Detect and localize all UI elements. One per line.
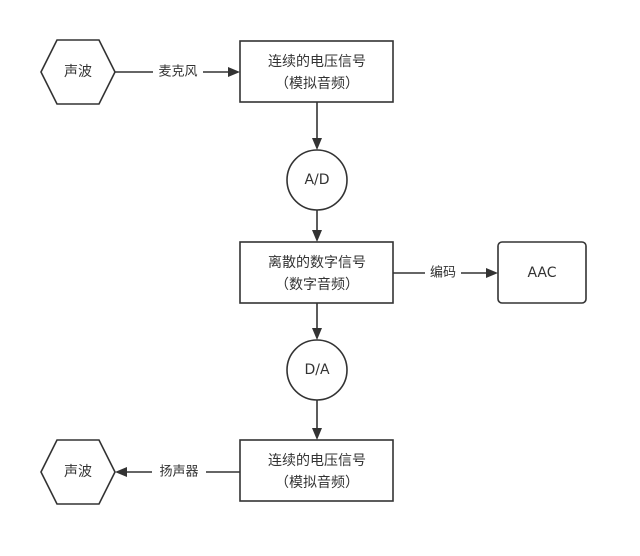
edge-label: 编码 xyxy=(430,266,456,281)
node-label-line-1: 连续的电压信号 xyxy=(268,53,366,70)
rect-shape xyxy=(239,439,394,502)
node-label: 声波 xyxy=(64,464,92,480)
node-label-line-2: （模拟音频） xyxy=(275,474,359,491)
node-label: D/A xyxy=(304,362,329,378)
rect-shape xyxy=(239,241,394,304)
edge-label-bg xyxy=(152,463,206,481)
node-label-line-2: （模拟音频） xyxy=(275,75,359,92)
arrowhead-right-icon xyxy=(486,268,498,278)
node-sound-in: 声波 xyxy=(40,39,116,105)
edge-microphone: 麦克风 xyxy=(115,63,240,81)
edge-analog-to-ad xyxy=(312,102,322,150)
edge-label-bg xyxy=(153,63,203,81)
edge-encode: 编码 xyxy=(393,264,498,282)
edge-da-to-analog xyxy=(312,400,322,440)
edge-label-bg xyxy=(425,264,461,282)
rect-shape xyxy=(239,40,394,103)
edge-speaker: 扬声器 xyxy=(115,463,240,481)
edge-ad-to-digital xyxy=(312,210,322,242)
node-label: A/D xyxy=(304,172,329,188)
edge-label: 扬声器 xyxy=(159,465,198,480)
node-label: AAC xyxy=(527,265,556,281)
node-label: 声波 xyxy=(64,64,92,80)
rounded-rect-shape xyxy=(497,241,587,304)
node-ad-converter: A/D xyxy=(286,149,348,211)
node-label-line-1: 离散的数字信号 xyxy=(268,254,366,271)
arrowhead-down-icon xyxy=(312,328,322,340)
node-analog-signal-in: 连续的电压信号 （模拟音频） xyxy=(239,40,394,103)
node-aac: AAC xyxy=(497,241,587,304)
arrowhead-left-icon xyxy=(115,467,127,477)
node-da-converter: D/A xyxy=(286,339,348,401)
node-sound-out: 声波 xyxy=(40,439,116,505)
node-digital-signal: 离散的数字信号 （数字音频） xyxy=(239,241,394,304)
arrowhead-down-icon xyxy=(312,428,322,440)
edge-label: 麦克风 xyxy=(158,65,197,80)
node-label-line-2: （数字音频） xyxy=(275,276,359,293)
arrowhead-down-icon xyxy=(312,230,322,242)
node-analog-signal-out: 连续的电压信号 （模拟音频） xyxy=(239,439,394,502)
edge-digital-to-da xyxy=(312,303,322,340)
node-label-line-1: 连续的电压信号 xyxy=(268,452,366,469)
arrowhead-right-icon xyxy=(228,67,240,77)
arrowhead-down-icon xyxy=(312,138,322,150)
